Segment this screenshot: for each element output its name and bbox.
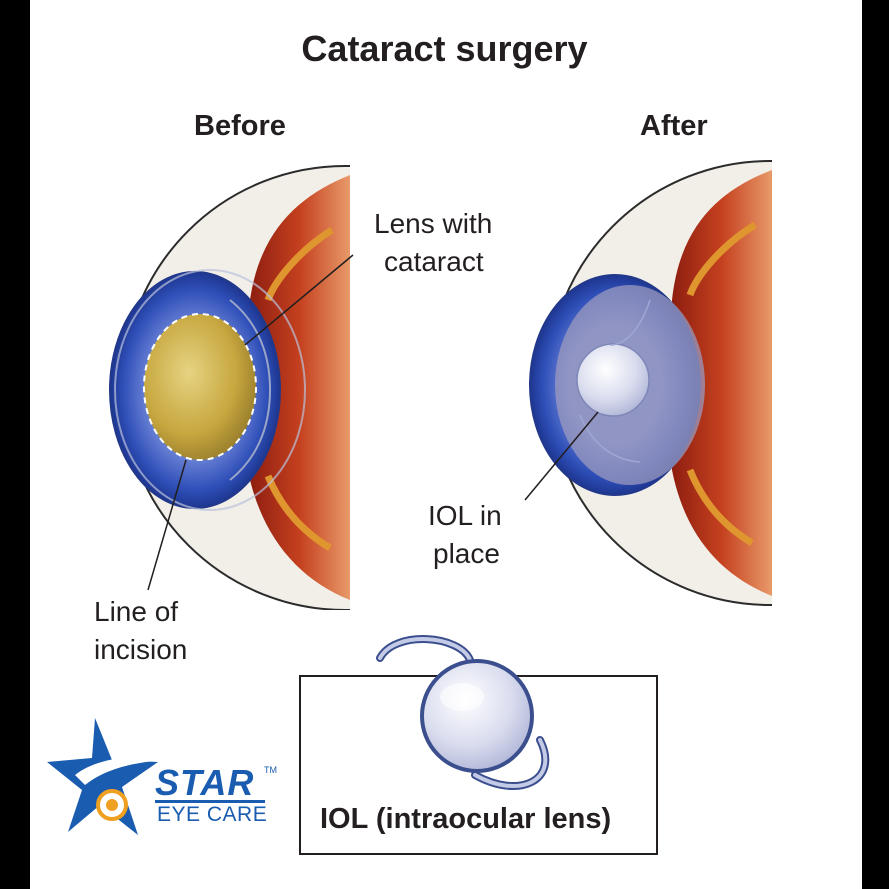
star-eye-care-logo-mark xyxy=(47,718,265,835)
lens-with-cataract-label: Lens with cataract xyxy=(374,205,492,281)
iol-box-caption: IOL (intraocular lens) xyxy=(320,803,612,835)
line-of-incision-label: Line of incision xyxy=(94,593,187,669)
logo-trademark: TM xyxy=(264,765,277,775)
after-eye-illustration xyxy=(529,160,772,606)
before-eye-illustration xyxy=(109,165,350,610)
lens-cataract-leader xyxy=(244,254,354,346)
after-heading: After xyxy=(640,110,708,142)
line-of-incision-line1: Line of xyxy=(94,596,179,627)
iol-in-place-label: IOL in place xyxy=(428,497,502,573)
before-heading: Before xyxy=(194,110,286,142)
page-title: Cataract surgery xyxy=(301,28,588,69)
incision-leader xyxy=(147,459,187,591)
line-of-incision-line2: incision xyxy=(94,634,188,665)
logo-divider xyxy=(155,800,265,803)
iol-in-place-leader xyxy=(524,411,599,501)
iol-in-place-line1: IOL in xyxy=(428,500,502,531)
iol-in-place-line2: place xyxy=(433,538,500,569)
lens-with-cataract-line1: Lens with xyxy=(374,208,493,239)
lens-with-cataract-line2: cataract xyxy=(384,246,484,277)
iol-diagram xyxy=(376,635,550,790)
logo-word-eye-care: EYE CARE xyxy=(157,803,268,826)
logo-word-star: STAR xyxy=(155,762,255,803)
